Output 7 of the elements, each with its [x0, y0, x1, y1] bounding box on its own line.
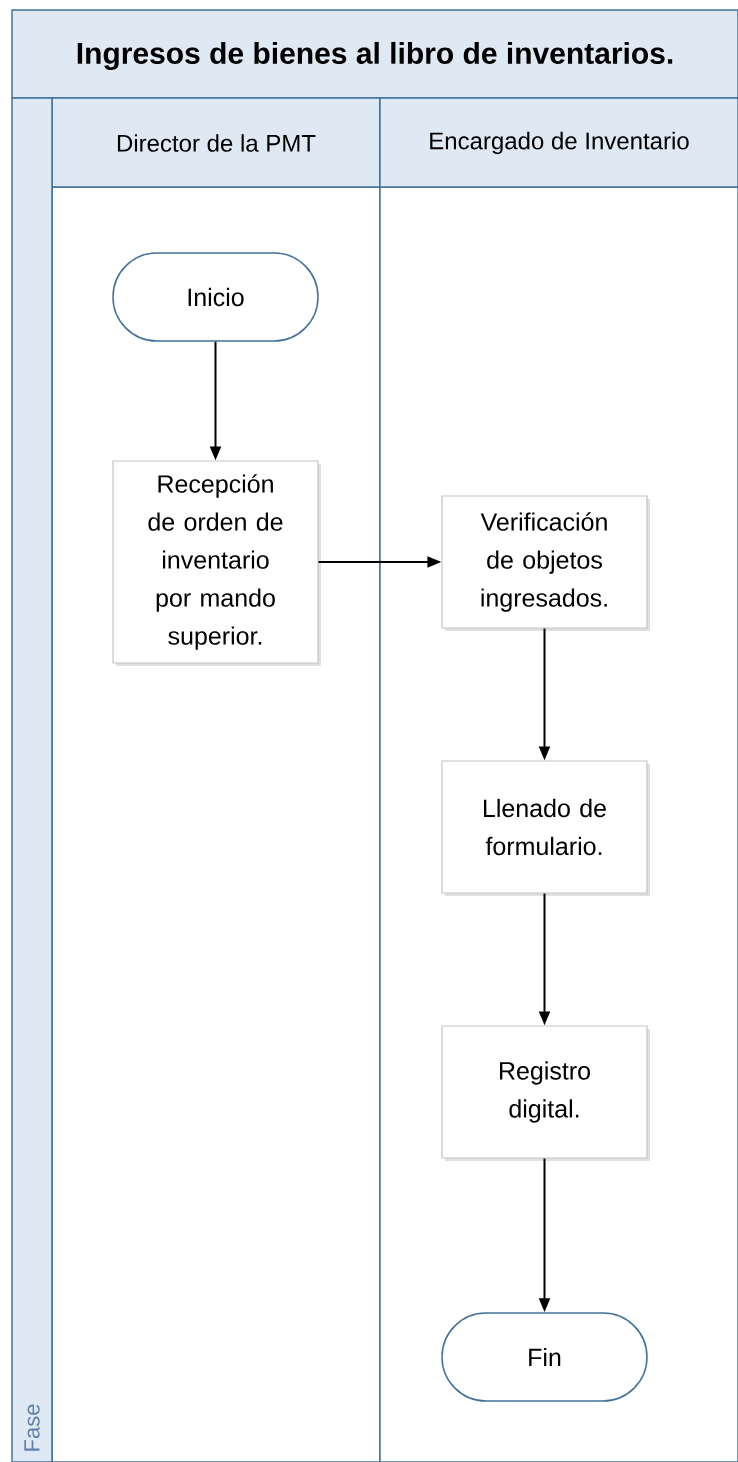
- node-label: Director de la PMT: [117, 134, 316, 152]
- process-box: Llenado de formulario.: [441, 760, 650, 896]
- process-box: Verificación de objetos ingresados.: [441, 495, 650, 631]
- node-label: Encargado de Inventario: [430, 131, 689, 155]
- phase-band: Fase: [11, 97, 53, 1462]
- process-box: Registro digital.: [441, 1025, 650, 1161]
- process-box: Recepción de orden de inventario por mando superior.: [112, 460, 321, 666]
